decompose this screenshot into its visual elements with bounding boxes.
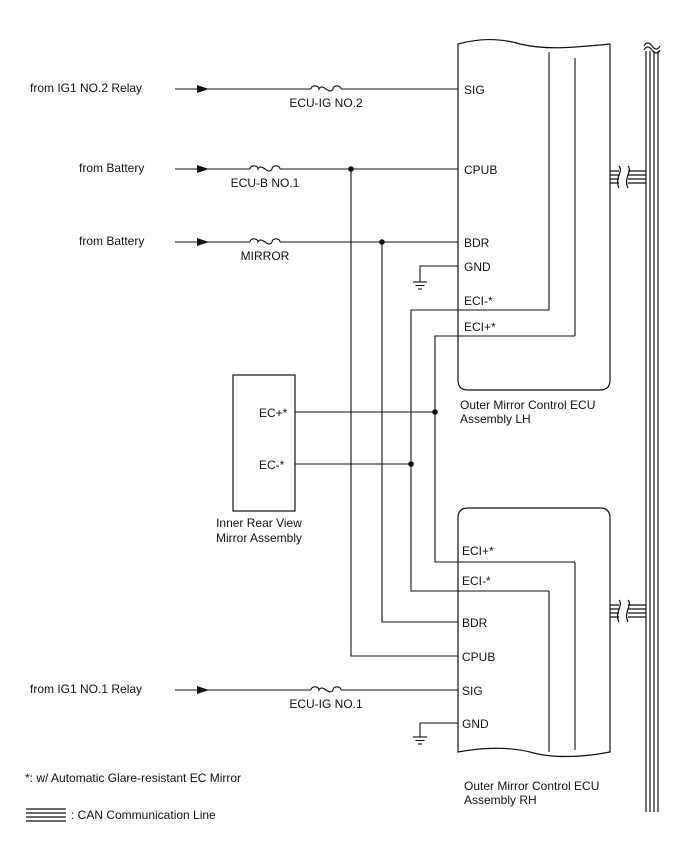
ecu-lh-box (457, 38, 611, 391)
fuse-ecu-ig1-symbol (310, 686, 342, 693)
can-legend-icon (26, 808, 66, 822)
can-bus-top-break (640, 38, 666, 54)
lh-pin-bdr: BDR (464, 236, 490, 250)
rh-pin-gnd: GND (462, 717, 489, 731)
lh-pin-sig: SIG (464, 83, 485, 97)
mirror-assembly-box (232, 374, 296, 512)
label-from-ig1-relay: from IG1 NO.1 Relay (30, 682, 142, 696)
can-branch-rh (610, 599, 646, 623)
mirror-name-line2: Mirror Assembly (216, 531, 302, 545)
lh-pin-eci-plus: ECI+* (464, 320, 496, 334)
rh-pin-bdr: BDR (462, 616, 488, 630)
label-from-battery-cpub: from Battery (79, 161, 144, 175)
ground-rh-icon (413, 736, 427, 745)
bdr-rh-wire (381, 242, 458, 623)
rh-pin-cpub: CPUB (462, 650, 495, 664)
fuse-ecu-ig2-symbol (310, 85, 342, 92)
lh-name-line1: Outer Mirror Control ECU (460, 398, 595, 412)
cpub-junction (348, 166, 354, 172)
fuse-mirror-label: MIRROR (241, 249, 290, 263)
ecu-rh-box (457, 507, 611, 758)
gnd-rh-wire (419, 722, 458, 737)
ec-minus-junction (408, 461, 414, 467)
ec-plus-junction (432, 409, 438, 415)
rh-name-line1: Outer Mirror Control ECU (464, 779, 599, 793)
bdr-junction (379, 239, 385, 245)
fuse-ecu-b1-symbol (249, 165, 281, 172)
cpub-rh-wire (350, 169, 458, 657)
label-from-ig2-relay: from IG1 NO.2 Relay (30, 81, 142, 95)
fuse-ecu-ig2-label: ECU-IG NO.2 (289, 96, 363, 110)
can-branch-lh (610, 165, 646, 189)
fuse-ecu-b1-label: ECU-B NO.1 (231, 176, 300, 190)
rh-pin-eci-minus: ECI-* (462, 574, 491, 588)
mirror-name-line1: Inner Rear View (216, 516, 302, 530)
rh-pin-eci-plus: ECI+* (462, 544, 494, 558)
eci-plus-wire (434, 335, 575, 563)
lh-pin-cpub: CPUB (464, 163, 497, 177)
mirror-pin-ec-plus: EC+* (259, 406, 288, 420)
footnote: *: w/ Automatic Glare-resistant EC Mirro… (25, 771, 241, 785)
rh-pin-sig: SIG (462, 684, 483, 698)
lh-pin-gnd: GND (464, 260, 491, 274)
lh-pin-eci-minus: ECI-* (464, 294, 493, 308)
fuse-mirror-symbol (249, 238, 281, 245)
mirror-pin-ec-minus: EC-* (259, 458, 285, 472)
rh-name-line2: Assembly RH (464, 793, 537, 807)
fuse-ecu-ig1-label: ECU-IG NO.1 (289, 697, 363, 711)
eci-minus-wire (410, 309, 549, 592)
lh-name-line2: Assembly LH (460, 412, 531, 426)
can-legend-label: : CAN Communication Line (71, 808, 216, 822)
gnd-lh-wire (419, 265, 458, 282)
label-from-battery-mirror: from Battery (79, 234, 144, 248)
can-bus-trunk (645, 50, 659, 812)
ground-lh-icon (413, 281, 427, 290)
